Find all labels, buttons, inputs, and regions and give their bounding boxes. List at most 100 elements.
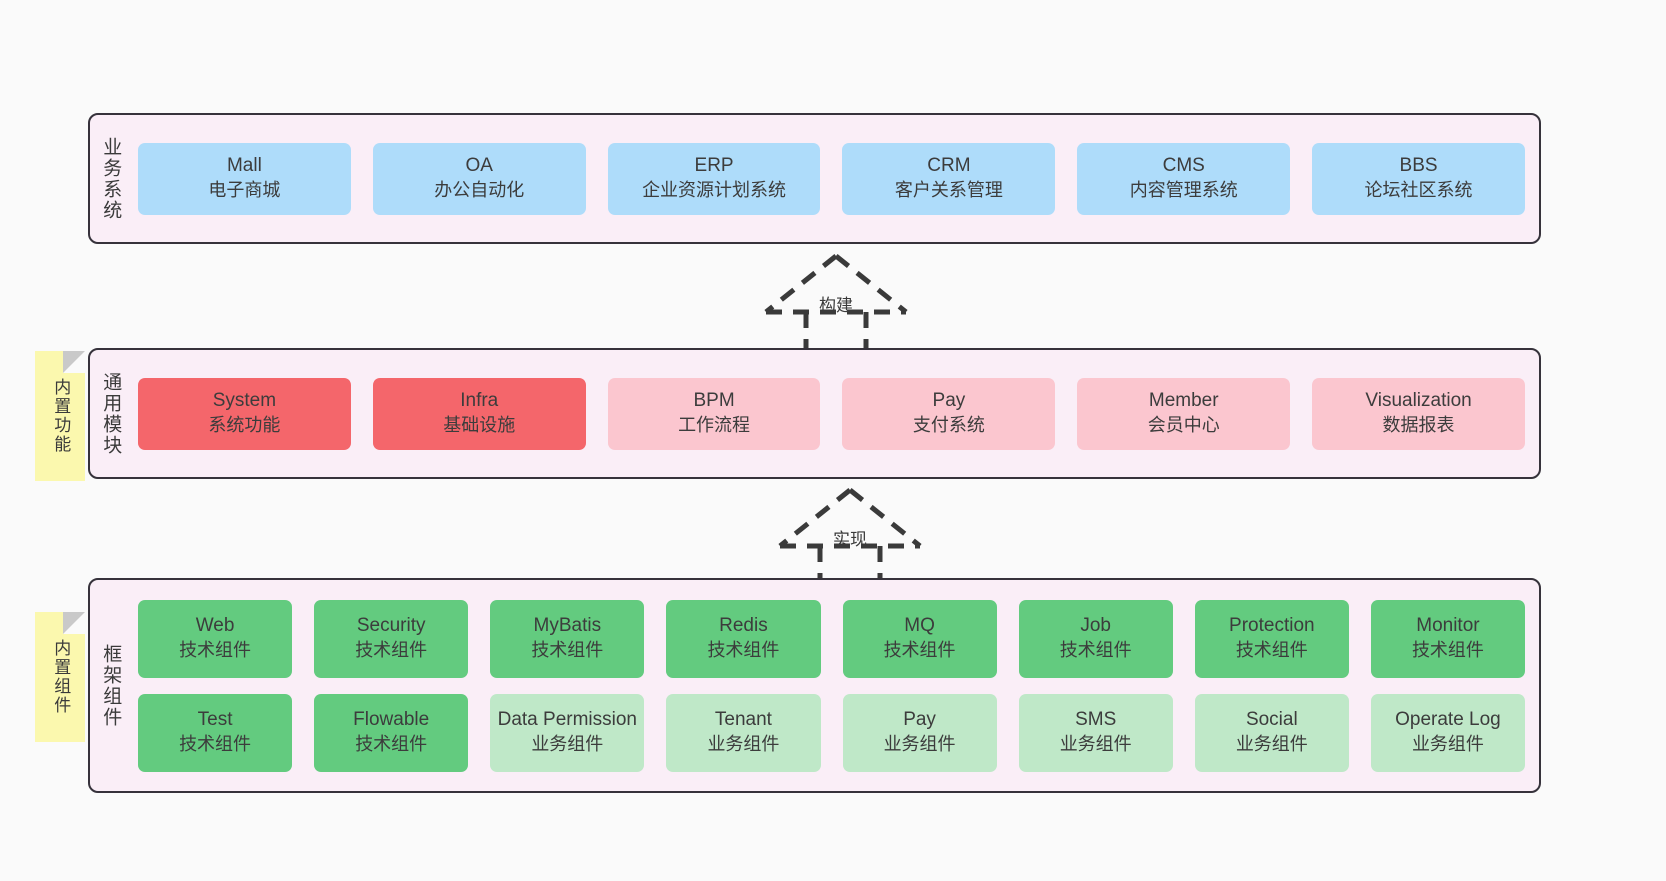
node-sms-cn: 业务组件: [1059, 734, 1132, 755]
node-flowable[interactable]: Flowable 技术组件: [314, 693, 469, 772]
node-erp[interactable]: ERP 企业资源计划系统: [607, 142, 821, 215]
node-cms[interactable]: CMS 内容管理系统: [1077, 142, 1291, 215]
layer-title-framework-components: 框架组件: [100, 643, 122, 728]
node-oa[interactable]: OA 办公自动化: [372, 142, 586, 215]
sticky-note-builtin-components[interactable]: 内置组件: [35, 612, 85, 742]
node-monitor-cn: 技术组件: [1411, 640, 1484, 661]
layer-title-business-systems: 业务系统: [100, 136, 122, 221]
node-operate-log-en: Operate Log: [1395, 709, 1501, 731]
node-operate-log-cn: 业务组件: [1411, 734, 1484, 755]
node-web[interactable]: Web 技术组件: [138, 599, 293, 678]
build-arrow-icon: [764, 254, 908, 350]
node-security-en: Security: [356, 615, 426, 637]
node-data-permission[interactable]: Data Permission 业务组件: [490, 693, 645, 772]
node-member-cn: 会员中心: [1147, 415, 1220, 436]
node-infra[interactable]: Infra 基础设施: [372, 377, 586, 450]
node-web-cn: 技术组件: [179, 640, 252, 661]
node-visualization[interactable]: Visualization 数据报表: [1312, 377, 1525, 450]
node-pay-component-en: Pay: [903, 709, 936, 731]
node-system-en: System: [212, 390, 277, 412]
row-biz-components: Test 技术组件 Flowable 技术组件 Data Permission …: [138, 693, 1525, 772]
node-protection-cn: 技术组件: [1235, 640, 1308, 661]
node-monitor[interactable]: Monitor 技术组件: [1370, 599, 1525, 678]
node-security-cn: 技术组件: [355, 640, 428, 661]
node-cms-en: CMS: [1162, 155, 1205, 177]
node-mybatis-en: MyBatis: [533, 615, 602, 637]
node-mybatis-cn: 技术组件: [531, 640, 604, 661]
node-pay-module-en: Pay: [932, 390, 966, 412]
node-monitor-en: Monitor: [1416, 615, 1480, 637]
node-job[interactable]: Job 技术组件: [1018, 599, 1173, 678]
layer-body-business-systems: Mall 电子商城 OA 办公自动化 ERP 企业资源计划系统 CRM 客户关系…: [130, 115, 1539, 242]
node-mall-cn: 电子商城: [208, 180, 281, 201]
node-infra-en: Infra: [460, 390, 499, 412]
node-web-en: Web: [195, 615, 235, 637]
node-system[interactable]: System 系统功能: [138, 377, 351, 450]
node-bpm-cn: 工作流程: [678, 415, 751, 436]
node-protection-en: Protection: [1229, 615, 1315, 637]
layer-framework-components: 框架组件 Web 技术组件 Security 技术组件 MyBatis 技术组件…: [88, 578, 1541, 793]
layer-title-common-modules: 通用模块: [100, 371, 122, 456]
node-bpm[interactable]: BPM 工作流程: [607, 377, 821, 450]
node-data-permission-en: Data Permission: [497, 709, 637, 731]
node-tenant[interactable]: Tenant 业务组件: [666, 693, 821, 772]
node-redis-cn: 技术组件: [707, 640, 780, 661]
node-mall[interactable]: Mall 电子商城: [138, 142, 351, 215]
node-social[interactable]: Social 业务组件: [1194, 693, 1349, 772]
node-sms-en: SMS: [1075, 709, 1117, 731]
node-crm-en: CRM: [927, 155, 971, 177]
node-redis-en: Redis: [719, 615, 768, 637]
row-common-modules: System 系统功能 Infra 基础设施 BPM 工作流程 Pay 支付系统…: [138, 377, 1525, 450]
layer-common-modules: 通用模块 System 系统功能 Infra 基础设施 BPM 工作流程 Pay…: [88, 348, 1541, 479]
node-test-cn: 技术组件: [179, 734, 252, 755]
node-pay-component[interactable]: Pay 业务组件: [842, 693, 997, 772]
sticky-note-builtin-features[interactable]: 内置功能: [35, 351, 85, 481]
node-pay-component-cn: 业务组件: [883, 734, 956, 755]
node-system-cn: 系统功能: [208, 415, 281, 436]
node-flowable-en: Flowable: [353, 709, 430, 731]
node-pay-module[interactable]: Pay 支付系统: [842, 377, 1056, 450]
node-mall-en: Mall: [226, 155, 262, 177]
node-bpm-en: BPM: [693, 390, 735, 412]
row-tech-components: Web 技术组件 Security 技术组件 MyBatis 技术组件 Redi…: [138, 599, 1525, 678]
node-bbs-cn: 论坛社区系统: [1364, 180, 1473, 201]
node-erp-cn: 企业资源计划系统: [642, 180, 787, 201]
node-sms[interactable]: SMS 业务组件: [1018, 693, 1173, 772]
node-pay-module-cn: 支付系统: [912, 415, 985, 436]
connector-build: 构建: [746, 250, 926, 350]
node-member-en: Member: [1148, 390, 1219, 412]
node-job-cn: 技术组件: [1059, 640, 1132, 661]
node-test[interactable]: Test 技术组件: [138, 693, 293, 772]
node-tenant-en: Tenant: [714, 709, 772, 731]
node-bbs[interactable]: BBS 论坛社区系统: [1312, 142, 1525, 215]
node-operate-log[interactable]: Operate Log 业务组件: [1370, 693, 1525, 772]
node-flowable-cn: 技术组件: [355, 734, 428, 755]
node-mq-en: MQ: [904, 615, 935, 637]
node-visualization-cn: 数据报表: [1382, 415, 1455, 436]
layer-body-framework-components: Web 技术组件 Security 技术组件 MyBatis 技术组件 Redi…: [130, 580, 1539, 791]
node-crm[interactable]: CRM 客户关系管理: [842, 142, 1056, 215]
node-oa-en: OA: [465, 155, 493, 177]
node-mybatis[interactable]: MyBatis 技术组件: [490, 599, 645, 678]
node-test-en: Test: [197, 709, 233, 731]
node-mq-cn: 技术组件: [883, 640, 956, 661]
node-infra-cn: 基础设施: [443, 415, 516, 436]
layer-body-common-modules: System 系统功能 Infra 基础设施 BPM 工作流程 Pay 支付系统…: [130, 350, 1539, 477]
implement-arrow-icon: [778, 488, 922, 584]
connector-implement: 实现: [760, 484, 940, 584]
node-data-permission-cn: 业务组件: [531, 734, 604, 755]
node-tenant-cn: 业务组件: [707, 734, 780, 755]
node-erp-en: ERP: [694, 155, 734, 177]
node-security[interactable]: Security 技术组件: [314, 599, 469, 678]
node-visualization-en: Visualization: [1365, 390, 1472, 412]
layer-business-systems: 业务系统 Mall 电子商城 OA 办公自动化 ERP 企业资源计划系统 CRM…: [88, 113, 1541, 244]
node-mq[interactable]: MQ 技术组件: [842, 599, 997, 678]
node-cms-cn: 内容管理系统: [1129, 180, 1238, 201]
node-protection[interactable]: Protection 技术组件: [1194, 599, 1349, 678]
node-bbs-en: BBS: [1399, 155, 1438, 177]
node-member[interactable]: Member 会员中心: [1077, 377, 1291, 450]
node-redis[interactable]: Redis 技术组件: [666, 599, 821, 678]
node-job-en: Job: [1080, 615, 1111, 637]
node-oa-cn: 办公自动化: [434, 180, 525, 201]
